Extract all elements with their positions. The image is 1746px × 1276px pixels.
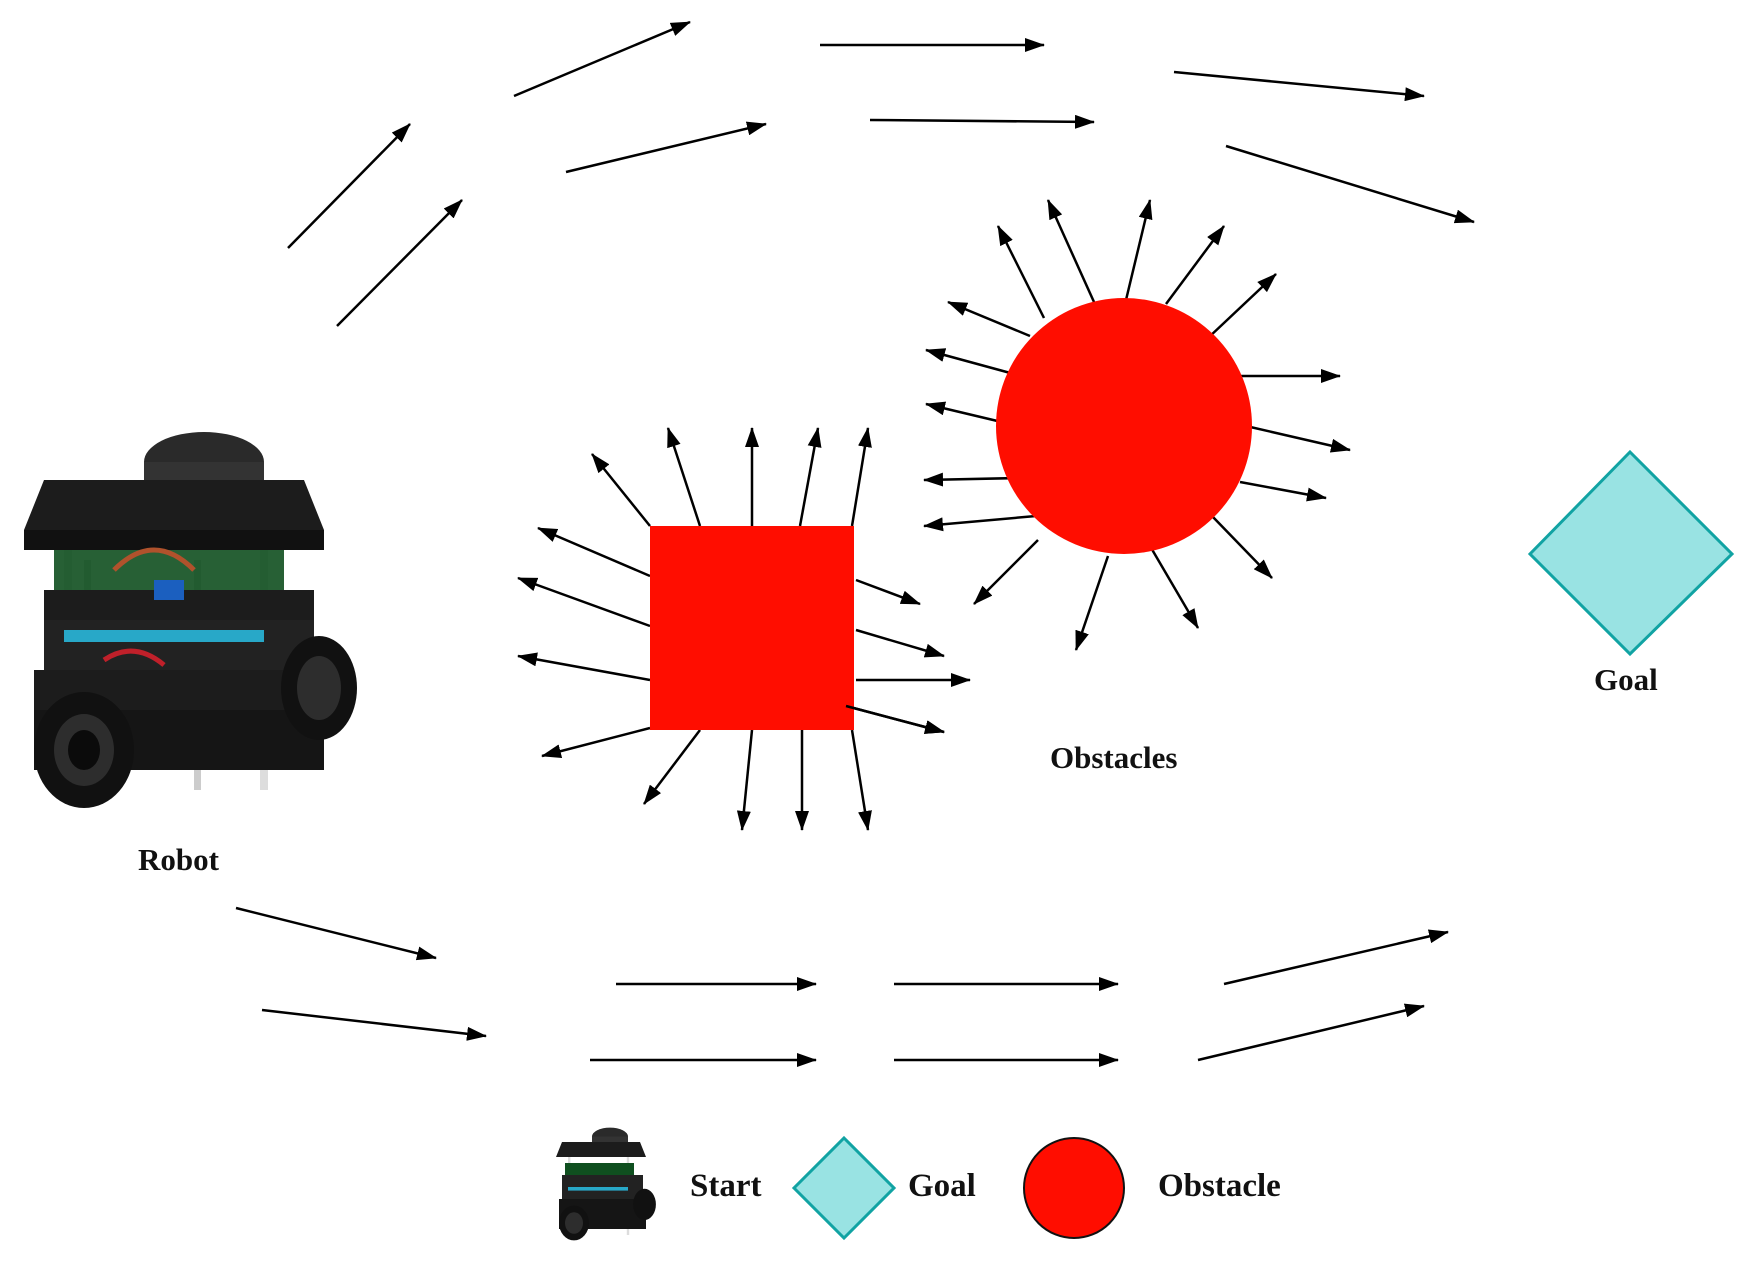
repulsive-arrow	[1164, 225, 1226, 305]
repulsive-arrow	[923, 472, 1021, 487]
circle-obstacle	[996, 298, 1252, 554]
repulsive-arrow	[925, 401, 1011, 426]
repulsive-arrow	[973, 539, 1039, 605]
repulsive-arrow	[845, 704, 945, 734]
repulsive-arrow	[643, 729, 701, 805]
legend-goal-diamond-icon	[791, 1135, 897, 1241]
repulsive-arrow	[1239, 480, 1327, 502]
repulsive-arrow	[1046, 199, 1096, 303]
repulsive-arrow	[850, 427, 872, 527]
repulsive-arrow	[1207, 273, 1277, 339]
repulsive-arrow	[1245, 424, 1351, 453]
field-arrow	[869, 114, 1095, 129]
repulsive-arrow	[1074, 555, 1110, 651]
legend-start-label: Start	[690, 1168, 762, 1204]
field-arrow	[1173, 70, 1425, 102]
repulsive-arrow	[1148, 545, 1200, 629]
legend-robot-icon	[556, 1127, 656, 1241]
repulsive-arrow	[517, 652, 651, 682]
field-arrow	[1225, 144, 1475, 224]
obstacles-label: Obstacles	[1050, 740, 1178, 775]
repulsive-arrow	[1211, 515, 1273, 579]
repulsive-arrow	[855, 628, 945, 658]
robot-icon	[24, 432, 357, 808]
field-arrow	[565, 121, 767, 174]
repulsive-arrow	[541, 726, 651, 759]
goal-diamond-icon	[1527, 449, 1735, 657]
attractive-field-top	[287, 20, 1475, 327]
repulsive-arrow	[736, 729, 754, 831]
repulsive-arrow	[947, 300, 1031, 338]
attractive-field-bottom	[235, 906, 1449, 1067]
repulsive-arrow	[850, 729, 872, 831]
repulsive-arrow	[666, 427, 702, 527]
repulsive-arrow	[591, 453, 651, 527]
field-arrow	[513, 20, 691, 98]
repulsive-arrow	[925, 348, 1015, 376]
field-arrow	[261, 1008, 487, 1041]
repulsive-arrow	[1124, 199, 1153, 301]
legend	[556, 1127, 1125, 1241]
field-arrow	[287, 123, 411, 249]
robot-label: Robot	[138, 842, 219, 877]
legend-goal-label: Goal	[908, 1168, 976, 1204]
field-arrow	[1197, 1003, 1425, 1062]
legend-obstacle-label: Obstacle	[1158, 1168, 1281, 1204]
field-arrow	[336, 199, 463, 327]
goal-label: Goal	[1594, 662, 1658, 697]
repulsive-arrow	[537, 526, 651, 578]
repulsive-arrow	[855, 578, 921, 606]
circle-repulsive-field	[923, 199, 1351, 651]
field-arrow	[1223, 929, 1449, 986]
legend-obstacle-circle-icon	[1023, 1137, 1125, 1239]
field-arrow	[235, 906, 437, 961]
square-obstacle	[650, 526, 854, 730]
repulsive-arrow	[996, 225, 1046, 319]
repulsive-arrow	[798, 427, 822, 527]
repulsive-arrow	[517, 576, 651, 628]
repulsive-arrow	[923, 514, 1037, 532]
